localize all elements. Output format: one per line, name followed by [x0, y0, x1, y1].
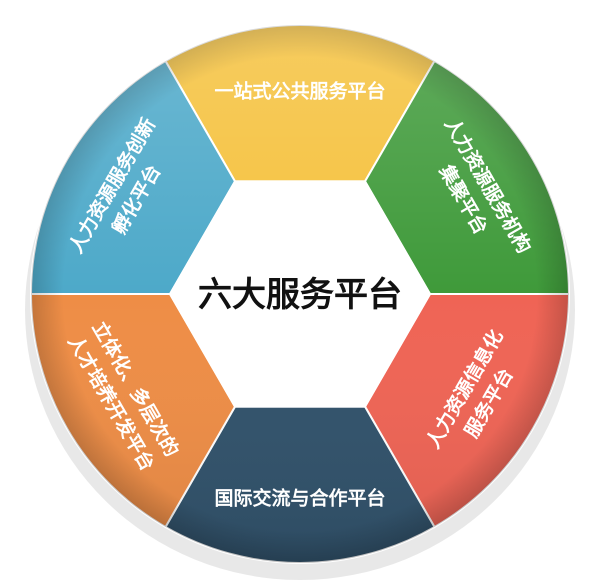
segment-label-top: 一站式公共服务平台 [214, 80, 385, 103]
center-title: 六大服务平台 [198, 275, 402, 315]
segment-label-bottom: 国际交流与合作平台 [214, 487, 385, 510]
segment-label-line: 一站式公共服务平台 [214, 80, 385, 103]
segment-label-line: 国际交流与合作平台 [214, 487, 385, 510]
center-hexagon [168, 180, 432, 408]
